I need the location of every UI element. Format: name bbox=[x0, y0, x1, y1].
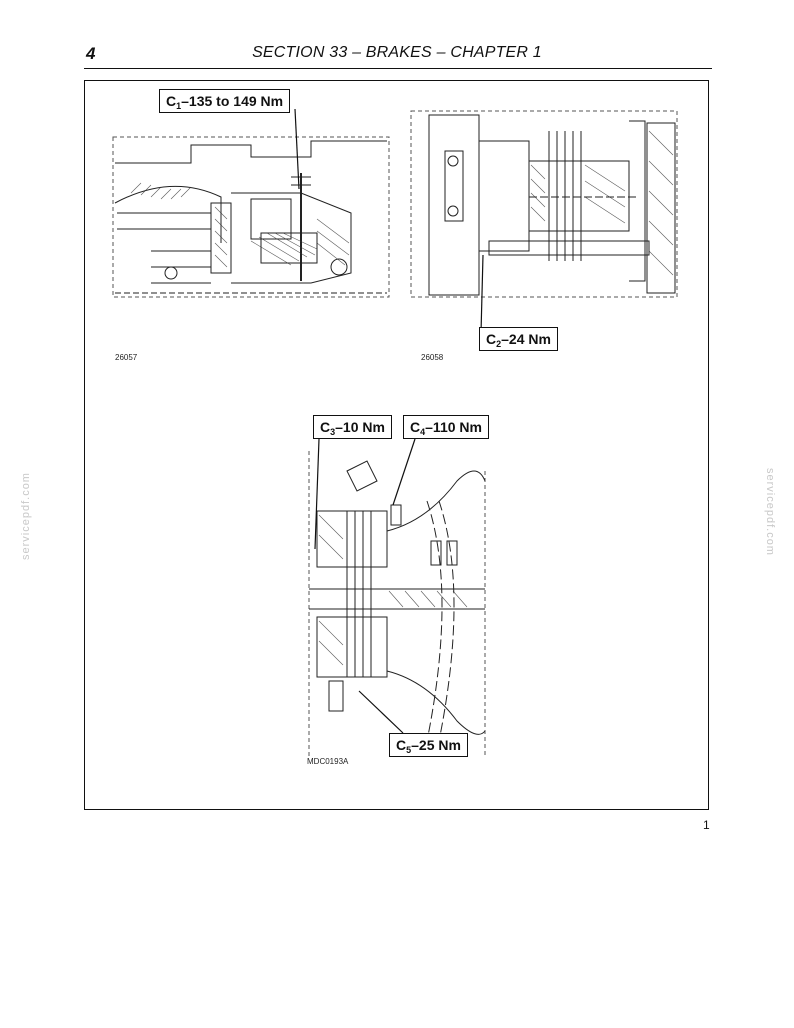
header-rule bbox=[84, 68, 712, 69]
callout-c1-sub: 1 bbox=[176, 101, 182, 111]
page-number: 4 bbox=[86, 44, 96, 63]
callout-c2-value: –24 Nm bbox=[501, 331, 551, 347]
drawing-brake-differential-svg bbox=[112, 136, 390, 298]
callout-c1: C1–135 to 149 Nm bbox=[159, 89, 291, 113]
callout-c3: C3–10 Nm bbox=[313, 415, 392, 439]
watermark-right: servicepdf.com bbox=[764, 468, 776, 556]
callout-c5-prefix: C bbox=[396, 737, 407, 753]
callout-c4-value: –110 Nm bbox=[425, 419, 482, 435]
drawing-brake-housing-section-svg bbox=[308, 451, 486, 757]
figure-number: 1 bbox=[703, 818, 710, 832]
leader-c2 bbox=[480, 254, 484, 334]
figure-ref-b: 26058 bbox=[421, 353, 444, 362]
figure-ref-c: MDC0193A bbox=[307, 757, 349, 766]
drawing-brake-differential bbox=[111, 133, 391, 301]
callout-c3-sub: 3 bbox=[330, 427, 336, 437]
callout-c3-value: –10 Nm bbox=[335, 419, 385, 435]
figure-frame: 26057 26058 bbox=[84, 80, 709, 810]
watermark-left: servicepdf.com bbox=[20, 472, 32, 560]
callout-c3-prefix: C bbox=[320, 419, 331, 435]
callout-c1-prefix: C bbox=[166, 93, 177, 109]
callout-c4: C4–110 Nm bbox=[403, 415, 489, 439]
callout-c4-prefix: C bbox=[410, 419, 421, 435]
callout-c4-sub: 4 bbox=[420, 427, 426, 437]
leader-c1 bbox=[294, 108, 300, 190]
callout-c5-sub: 5 bbox=[406, 745, 412, 755]
callout-c5: C5–25 Nm bbox=[389, 733, 468, 757]
leader-c4 bbox=[392, 438, 416, 506]
page-title: SECTION 33 – BRAKES – CHAPTER 1 bbox=[252, 44, 542, 61]
callout-c2-prefix: C bbox=[486, 331, 497, 347]
leader-c3 bbox=[314, 438, 320, 550]
drawing-brake-disc-pack bbox=[409, 101, 681, 299]
drawing-brake-disc-pack-svg bbox=[410, 110, 678, 298]
callout-c1-value: –135 to 149 Nm bbox=[181, 93, 284, 109]
leader-c5 bbox=[358, 690, 404, 734]
drawing-brake-housing-section bbox=[307, 441, 487, 759]
callout-c2-sub: 2 bbox=[496, 339, 502, 349]
callout-c5-value: –25 Nm bbox=[411, 737, 461, 753]
callout-leader-lines bbox=[294, 108, 484, 734]
callout-c2: C2–24 Nm bbox=[479, 327, 558, 351]
figure-ref-a: 26057 bbox=[115, 353, 138, 362]
